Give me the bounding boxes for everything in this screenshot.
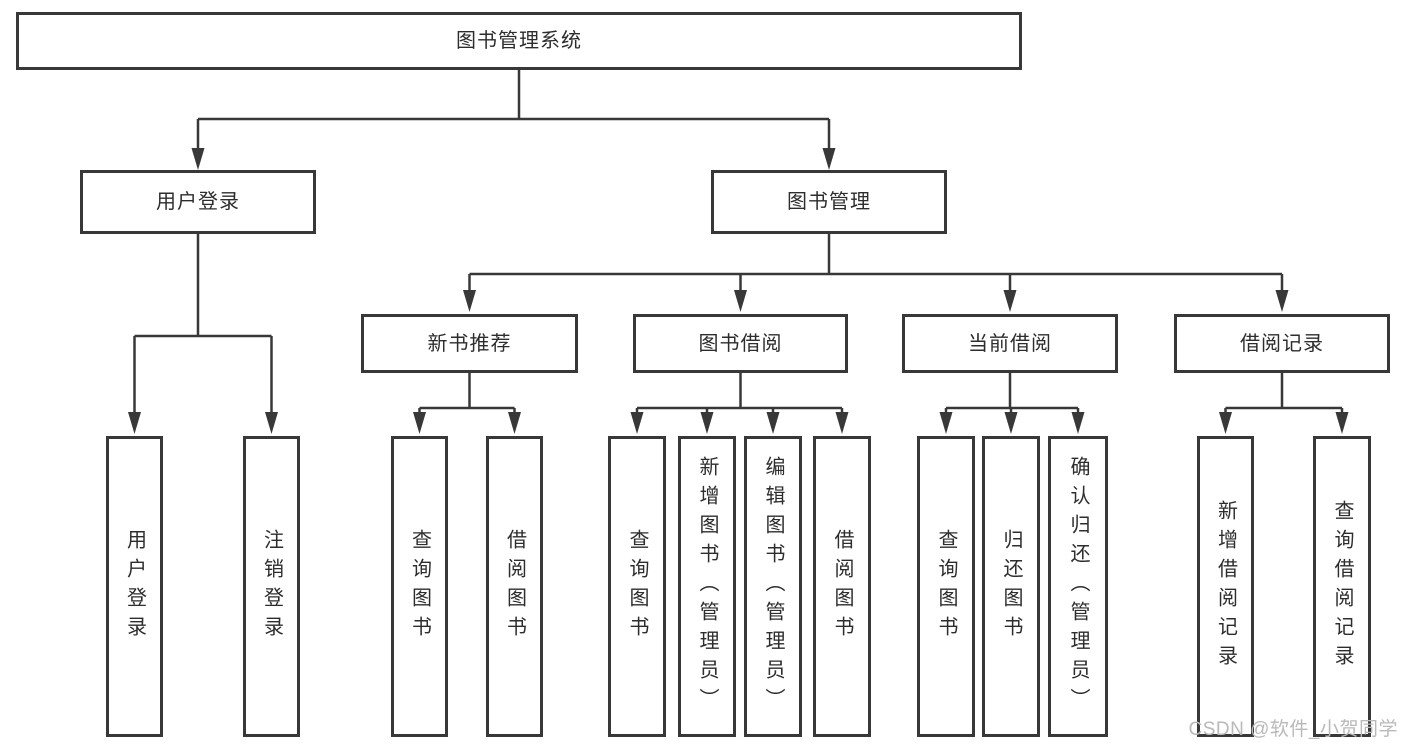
arrowhead	[766, 412, 780, 434]
leaf-add-books-admin-label: 新增图书（管理员）	[696, 456, 718, 717]
arrowhead	[1335, 412, 1349, 434]
arrowhead	[939, 412, 953, 434]
leaf-user-login: 用户登录	[106, 436, 163, 737]
arrowhead	[1071, 412, 1085, 434]
arrowhead	[265, 412, 278, 434]
leaf-add-books-admin: 新增图书（管理员）	[678, 436, 736, 737]
arrowhead	[1004, 412, 1018, 434]
leaf-edit-books-admin-label: 编辑图书（管理员）	[762, 456, 784, 717]
leaf-add-borrow-record-label: 新增借阅记录	[1214, 499, 1237, 674]
node-current-borrowing: 当前借阅	[902, 314, 1118, 373]
node-library-management-system: 图书管理系统	[16, 12, 1022, 70]
leaf-query-books-current-label: 查询图书	[935, 528, 957, 645]
leaf-query-borrow-record: 查询借阅记录	[1313, 436, 1371, 737]
arrowhead	[463, 290, 476, 312]
leaf-query-borrow-record-label: 查询借阅记录	[1331, 499, 1353, 674]
leaf-borrow-books-recommend: 借阅图书	[486, 436, 543, 737]
arrowhead	[700, 412, 714, 434]
leaf-add-borrow-record: 新增借阅记录	[1197, 436, 1254, 737]
arrowhead	[508, 412, 521, 434]
node-user-login: 用户登录	[80, 170, 316, 234]
node-library-management-system-label: 图书管理系统	[456, 30, 582, 52]
leaf-query-books-borrowing-label: 查询图书	[626, 528, 648, 645]
leaf-borrow-books-borrowing: 借阅图书	[813, 436, 871, 737]
node-book-borrowing: 图书借阅	[633, 314, 848, 373]
node-new-book-recommendation-label: 新书推荐	[427, 332, 512, 355]
leaf-return-books-label: 归还图书	[1000, 528, 1022, 645]
leaf-confirm-return-admin: 确认归还（管理员）	[1048, 436, 1108, 737]
leaf-query-books-recommend: 查询图书	[391, 436, 448, 737]
leaf-logout-login-label: 注销登录	[260, 528, 283, 645]
node-borrowing-records-label: 借阅记录	[1240, 332, 1324, 355]
leaf-confirm-return-admin-label: 确认归还（管理员）	[1067, 456, 1089, 717]
leaf-query-books-current: 查询图书	[917, 436, 975, 737]
arrowhead	[1003, 290, 1017, 312]
node-book-management-label: 图书管理	[787, 191, 871, 213]
arrowhead	[1219, 412, 1232, 434]
arrowhead	[1275, 290, 1289, 312]
leaf-borrow-books-recommend-label: 借阅图书	[503, 528, 526, 645]
node-book-management: 图书管理	[711, 170, 947, 234]
leaf-edit-books-admin: 编辑图书（管理员）	[744, 436, 802, 737]
arrowhead	[191, 148, 205, 170]
arrowhead	[734, 290, 747, 312]
node-borrowing-records: 借阅记录	[1174, 314, 1390, 373]
leaf-query-books-recommend-label: 查询图书	[408, 528, 431, 645]
node-user-login-label: 用户登录	[156, 191, 240, 213]
leaf-return-books: 归还图书	[982, 436, 1040, 737]
arrowhead	[835, 412, 849, 434]
csdn-watermark: CSDN @软件_小贺同学	[1188, 719, 1398, 740]
arrowhead	[822, 148, 836, 170]
leaf-borrow-books-borrowing-label: 借阅图书	[831, 528, 853, 645]
arrowhead	[413, 412, 426, 434]
node-book-borrowing-label: 图书借阅	[698, 332, 783, 355]
node-new-book-recommendation: 新书推荐	[361, 314, 578, 373]
arrowhead	[630, 412, 644, 434]
leaf-user-login-label: 用户登录	[123, 528, 146, 645]
leaf-logout-login: 注销登录	[243, 436, 300, 737]
node-current-borrowing-label: 当前借阅	[968, 332, 1052, 355]
leaf-query-books-borrowing: 查询图书	[608, 436, 666, 737]
arrowhead	[128, 412, 141, 434]
tree-connector-path	[133, 70, 1344, 414]
